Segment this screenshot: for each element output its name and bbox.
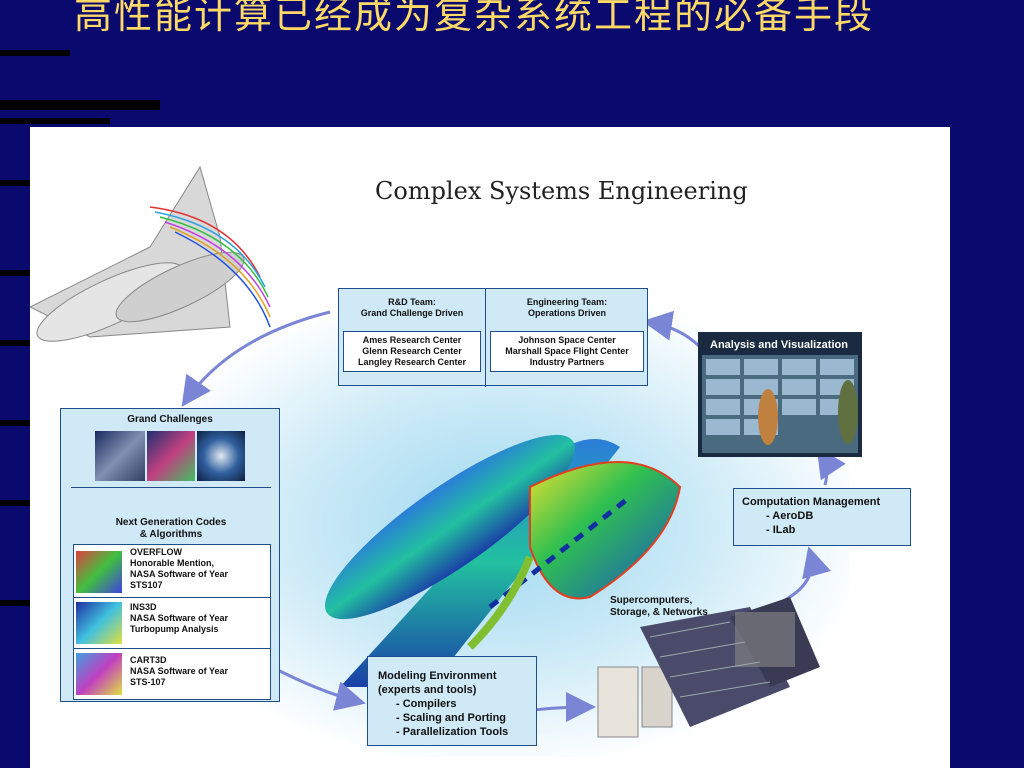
codes-list: OVERFLOW Honorable Mention, NASA Softwar… bbox=[73, 544, 271, 700]
computation-item: - ILab bbox=[766, 524, 796, 536]
supercomputers-line: Supercomputers, bbox=[610, 595, 693, 606]
center-item: Johnson Space Center bbox=[518, 335, 616, 345]
computation-heading: Computation Management bbox=[742, 496, 881, 508]
center-item: Langley Research Center bbox=[357, 357, 467, 367]
code-item-ins3d: INS3D NASA Software of Year Turbopump An… bbox=[74, 598, 270, 648]
modeling-item: - Compilers bbox=[396, 698, 457, 710]
rd-centers-list: Ames Research Center Glenn Research Cent… bbox=[343, 331, 481, 372]
diagram-title: Complex Systems Engineering bbox=[375, 177, 748, 205]
code-text: CART3D NASA Software of Year STS-107 bbox=[130, 655, 228, 688]
diagram-artwork bbox=[30, 165, 862, 738]
rd-team-heading: R&D Team: Grand Challenge Driven bbox=[339, 297, 485, 319]
arrow-supercomputers-to-computation bbox=[769, 546, 832, 609]
arrow-analysis-to-engineering bbox=[642, 310, 702, 349]
cart3d-image bbox=[76, 653, 122, 695]
background-stripe bbox=[0, 180, 30, 186]
supercomputers-line: Storage, & Networks bbox=[610, 607, 708, 618]
divider bbox=[71, 487, 271, 488]
ins3d-image bbox=[76, 602, 122, 644]
computation-item: - AeroDB bbox=[766, 510, 814, 522]
codes-heading-line: & Algorithms bbox=[139, 529, 203, 540]
arrow-rd-to-challenges bbox=[181, 310, 331, 407]
background-stripe bbox=[0, 500, 30, 506]
engineering-team-panel: Engineering Team: Operations Driven John… bbox=[486, 289, 648, 387]
grand-challenges-heading: Grand Challenges bbox=[127, 414, 213, 425]
background-stripe bbox=[0, 100, 160, 110]
code-line: Turbopump Analysis bbox=[130, 624, 219, 634]
rd-team-driver: Grand Challenge Driven bbox=[360, 308, 464, 318]
grand-challenges-box: Grand Challenges Next Generation Codes &… bbox=[60, 408, 280, 702]
center-item: Marshall Space Flight Center bbox=[505, 346, 629, 356]
divider bbox=[74, 597, 270, 598]
overflow-image bbox=[76, 551, 122, 593]
code-line: STS-107 bbox=[130, 677, 166, 687]
code-line: Honorable Mention, bbox=[130, 558, 214, 568]
code-text: OVERFLOW Honorable Mention, NASA Softwar… bbox=[130, 547, 228, 591]
simulation-render bbox=[325, 434, 682, 687]
rd-team-panel: R&D Team: Grand Challenge Driven Ames Re… bbox=[339, 289, 486, 387]
code-line: STS107 bbox=[130, 580, 163, 590]
code-line: NASA Software of Year bbox=[130, 569, 229, 579]
codes-heading: Next Generation Codes & Algorithms bbox=[61, 517, 281, 541]
earth-image bbox=[197, 431, 245, 481]
supercomputers-label: Supercomputers, Storage, & Networks bbox=[610, 595, 708, 619]
supercomputers-photo bbox=[597, 597, 820, 738]
code-line: NASA Software of Year bbox=[130, 613, 229, 623]
background-stripe bbox=[0, 420, 30, 426]
code-item-overflow: OVERFLOW Honorable Mention, NASA Softwar… bbox=[74, 545, 270, 597]
modeling-environment-box: Modeling Environment (experts and tools)… bbox=[367, 656, 537, 746]
code-line: CART3D bbox=[130, 655, 167, 665]
code-text: INS3D NASA Software of Year Turbopump An… bbox=[130, 602, 228, 635]
center-item: Ames Research Center bbox=[362, 335, 462, 345]
center-item: Industry Partners bbox=[529, 357, 605, 367]
engineering-team-heading: Engineering Team: Operations Driven bbox=[486, 297, 648, 319]
modeling-item: - Parallelization Tools bbox=[396, 726, 509, 738]
background-stripe bbox=[0, 600, 30, 606]
background-stripe bbox=[0, 50, 70, 56]
diagram-canvas: Complex Systems Engineering R&D Team: Gr… bbox=[30, 127, 950, 768]
rd-team-label: R&D Team: bbox=[388, 297, 436, 307]
computation-management-box: Computation Management - AeroDB - ILab bbox=[733, 488, 911, 546]
modeling-subheading: (experts and tools) bbox=[378, 684, 477, 696]
center-item: Glenn Research Center bbox=[362, 346, 462, 356]
shuttle-illustration bbox=[30, 165, 271, 342]
codes-heading-line: Next Generation Codes bbox=[115, 517, 227, 528]
engineering-centers-list: Johnson Space Center Marshall Space Flig… bbox=[490, 331, 644, 372]
divider bbox=[74, 648, 270, 649]
code-line: INS3D bbox=[130, 602, 157, 612]
modeling-item: - Scaling and Porting bbox=[396, 712, 507, 724]
analysis-visualization-label: Analysis and Visualization bbox=[710, 339, 848, 351]
code-line: NASA Software of Year bbox=[130, 666, 229, 676]
background-stripe bbox=[0, 270, 30, 276]
background-stripe bbox=[0, 340, 30, 346]
slide-title: 高性能计算已经成为复杂系统工程的必备手段 bbox=[74, 0, 875, 37]
modeling-heading: Modeling Environment bbox=[378, 670, 497, 682]
engineering-team-driver: Operations Driven bbox=[527, 308, 607, 318]
analysis-visualization-photo bbox=[698, 332, 862, 457]
code-line: OVERFLOW bbox=[130, 547, 182, 557]
earth-shuttle-image bbox=[95, 431, 145, 481]
code-item-cart3d: CART3D NASA Software of Year STS-107 bbox=[74, 649, 270, 699]
arrow-codes-to-modeling bbox=[271, 665, 366, 711]
teams-box: R&D Team: Grand Challenge Driven Ames Re… bbox=[338, 288, 648, 387]
aircraft-image bbox=[147, 431, 195, 481]
background-stripe bbox=[0, 118, 110, 124]
grand-challenges-images bbox=[95, 431, 245, 481]
engineering-team-label: Engineering Team: bbox=[526, 297, 608, 307]
